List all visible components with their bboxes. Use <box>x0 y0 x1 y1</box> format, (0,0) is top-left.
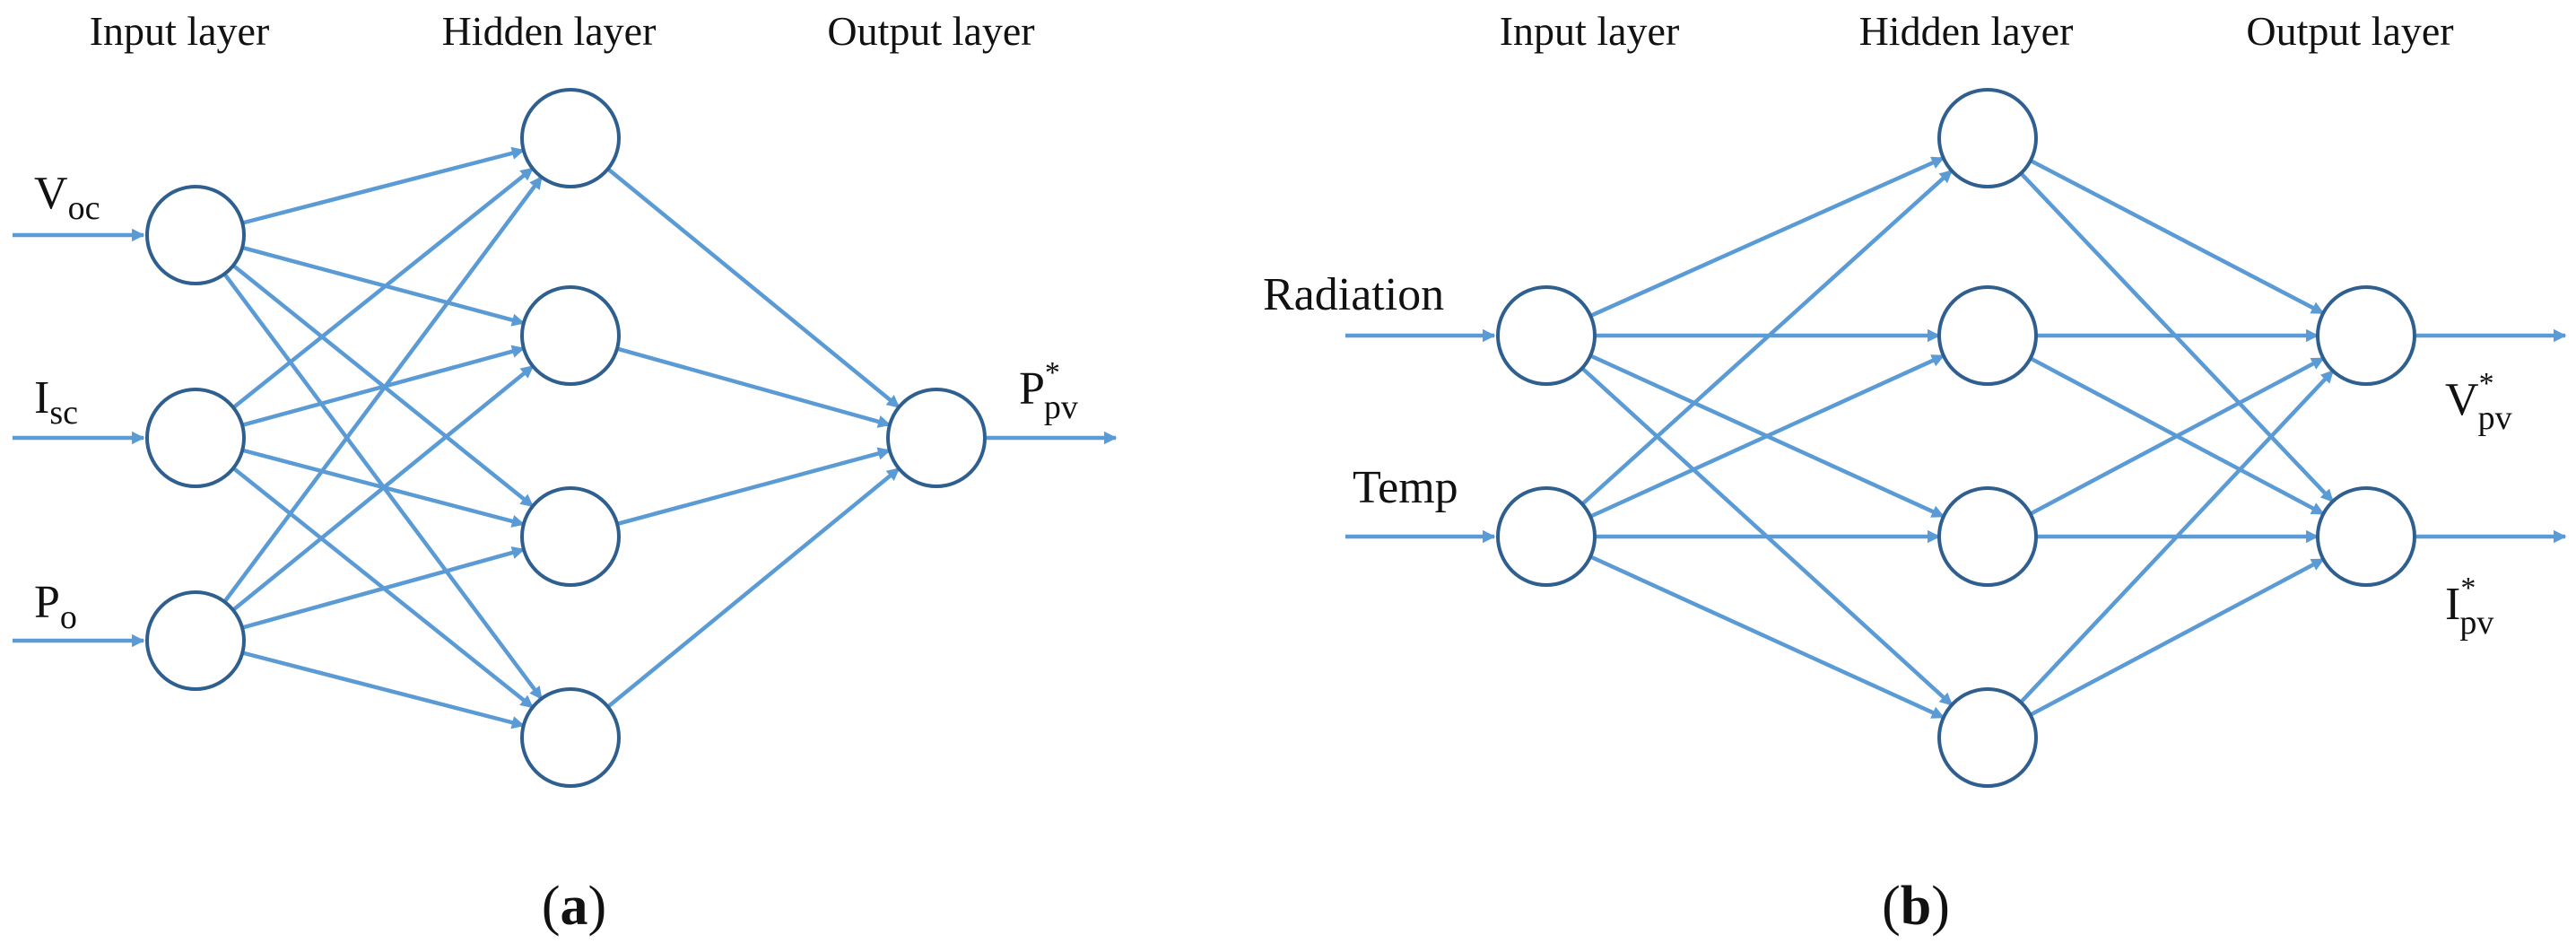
panel-a-edge-l0-2-to-1 <box>231 364 535 612</box>
panel-b-hidden-layer-title: Hidden layer <box>1859 8 2074 54</box>
panel-a-connections <box>13 146 1118 729</box>
panel-b-output-node-0 <box>2316 285 2416 386</box>
panel-b-edge-l0-1-to-3 <box>1589 555 1945 720</box>
panel-b-output-label-vpv: V*pv <box>2445 367 2512 437</box>
panel-b-input-node-0 <box>1496 285 1597 386</box>
panel-a-output-node-0 <box>886 388 987 488</box>
panel-b-edge-l0-0-to-0 <box>1589 155 1945 319</box>
panel-b-output-layer-title: Output layer <box>2246 8 2453 54</box>
panel-b-edge-l0-1-to-1 <box>1589 354 1945 519</box>
panel-a-edge-l0-2-to-3 <box>241 651 526 729</box>
panel-a-input-label-voc: Voc <box>34 168 100 227</box>
panel-a-caption: (a) <box>542 876 606 937</box>
panel-b-edge-l1-3-to-1 <box>2029 557 2325 717</box>
panel-a-input-label-po: Po <box>34 577 77 636</box>
panel-a-hidden-node-0 <box>520 88 621 188</box>
panel-b-hidden-node-2 <box>1937 486 2038 587</box>
panel-a-hidden-node-2 <box>520 486 621 587</box>
panel-b-output-node-1 <box>2316 486 2416 587</box>
panel-a-input-node-0 <box>145 185 246 285</box>
panel-a-edge-l0-2-to-2 <box>241 546 526 630</box>
panel-a-edge-l0-0-to-0 <box>241 146 526 225</box>
panel-b-output-label-ipv: I*pv <box>2445 572 2493 642</box>
panel-a-edge-l1-2-to-0 <box>616 447 892 527</box>
panel-a-edge-l0-0-to-1 <box>241 245 526 327</box>
panel-b-hidden-node-3 <box>1937 687 2038 788</box>
panel-a-edge-l0-1-to-0 <box>231 166 535 410</box>
panel-b-caption: (b) <box>1882 876 1950 937</box>
panel-a-input-label-isc: Isc <box>34 372 78 432</box>
panel-a-output-label-ppv: P*pv <box>1019 356 1078 426</box>
panel-b-edge-l1-3-to-0 <box>2019 369 2335 704</box>
panel-a-output-layer-title: Output layer <box>827 8 1034 54</box>
panel-a-input-layer-title: Input layer <box>90 8 270 54</box>
panel-a-edge-l1-0-to-0 <box>606 167 901 409</box>
panel-a-input-node-1 <box>145 388 246 488</box>
panel-a-hidden-layer-title: Hidden layer <box>442 8 657 54</box>
panel-a: Input layer Hidden layer Output layer Vo… <box>13 8 1118 937</box>
panel-a-edge-l1-3-to-0 <box>606 467 901 709</box>
panel-b-input-layer-title: Input layer <box>1500 8 1680 54</box>
panel-a-hidden-node-3 <box>520 687 621 788</box>
panel-b-nodes <box>1496 88 2416 788</box>
panel-b: Input layer Hidden layer Output layer Ra… <box>1263 8 2567 937</box>
panel-a-edge-l1-1-to-0 <box>616 346 892 428</box>
panel-a-nodes <box>145 88 987 788</box>
panel-a-edge-l0-2-to-0 <box>222 175 544 604</box>
panel-b-hidden-node-1 <box>1937 285 2038 386</box>
panel-b-edge-l1-0-to-0 <box>2029 158 2325 316</box>
panel-a-input-node-2 <box>145 590 246 691</box>
panel-b-input-label-radiation: Radiation <box>1263 269 1444 320</box>
panel-b-edge-l1-2-to-0 <box>2029 356 2325 516</box>
panel-b-input-node-1 <box>1496 486 1597 587</box>
panel-b-connections <box>1345 155 2567 720</box>
panel-b-edge-l0-1-to-0 <box>1580 169 1954 506</box>
panel-b-hidden-node-0 <box>1937 88 2038 188</box>
panel-b-input-label-temp: Temp <box>1353 462 1458 513</box>
panel-a-hidden-node-1 <box>520 285 621 386</box>
